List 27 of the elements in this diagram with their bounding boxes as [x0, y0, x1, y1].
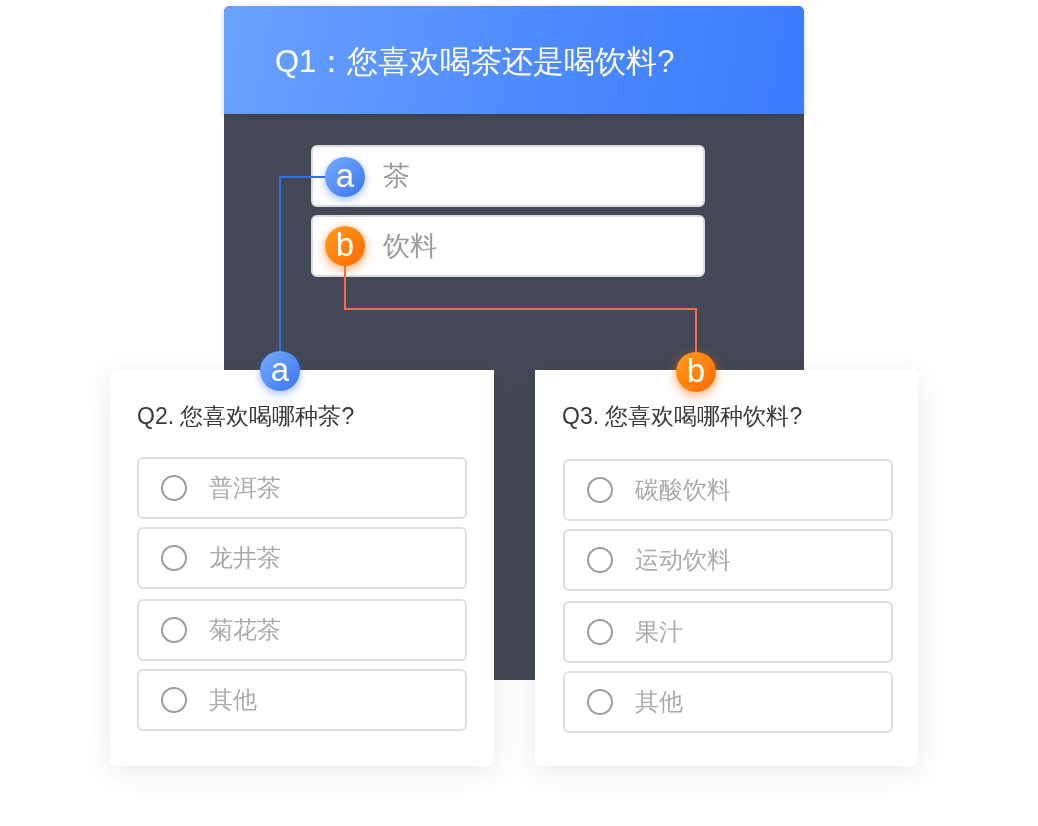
option-label: 果汁 — [635, 617, 683, 647]
question-title: Q3. 您喜欢喝哪种饮料? — [562, 402, 803, 431]
option-label: 碳酸饮料 — [635, 475, 731, 505]
option-box — [137, 527, 467, 589]
letter-badge: b — [325, 226, 365, 266]
option-box — [137, 669, 467, 731]
option-label: 普洱茶 — [209, 473, 281, 503]
option-label: 菊花茶 — [209, 615, 281, 645]
option-label: 茶 — [383, 160, 410, 193]
option-label: 饮料 — [383, 230, 437, 263]
option-label: 其他 — [635, 687, 683, 717]
connector-line — [279, 176, 326, 352]
option-label: 运动饮料 — [635, 545, 731, 575]
option-box — [563, 529, 893, 591]
option-box — [311, 145, 705, 207]
connector-line — [344, 265, 697, 353]
question-title: Q2. 您喜欢喝哪种茶? — [137, 402, 355, 431]
option-label: 龙井茶 — [209, 543, 281, 573]
header-bar: Q1：您喜欢喝茶还是喝饮料? — [224, 6, 804, 114]
option-box — [563, 459, 893, 521]
option-label: 其他 — [209, 685, 257, 715]
option-box — [563, 601, 893, 663]
option-box — [563, 671, 893, 733]
letter-badge: a — [325, 157, 365, 197]
option-box — [137, 457, 467, 519]
option-box — [311, 215, 705, 277]
option-box — [137, 599, 467, 661]
